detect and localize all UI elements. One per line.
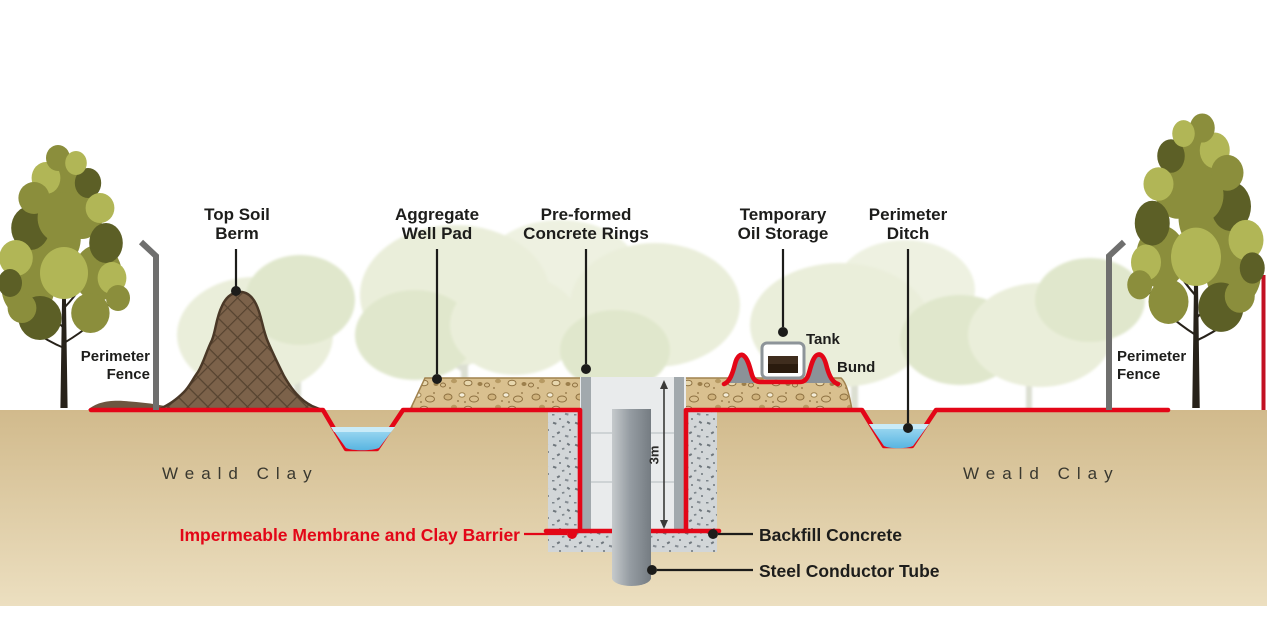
oil-tank-shape (760, 341, 806, 380)
topsoil-strip (88, 400, 165, 410)
fence-right-line1: Perimeter (1117, 348, 1187, 365)
label-depth-3m: 3m (646, 445, 662, 465)
callout-oil-line2: Oil Storage (737, 224, 829, 243)
callout-aggregate-line2: Well Pad (401, 224, 473, 243)
fence-left-line2: Fence (106, 366, 150, 383)
label-impermeable-membrane: Impermeable Membrane and Clay Barrier (179, 525, 520, 545)
ditch-water (331, 424, 929, 451)
callout-preformed-concrete-rings: Pre-formed Concrete Rings (523, 205, 649, 243)
callout-rings-line1: Pre-formed (540, 205, 632, 224)
label-steel-conductor-tube: Steel Conductor Tube (759, 561, 940, 581)
callout-rings-line2: Concrete Rings (523, 224, 649, 243)
callout-top-soil-berm-line1: Top Soil (204, 205, 270, 224)
callout-aggregate-line1: Aggregate (394, 205, 480, 224)
oil-storage-bund-shape (727, 356, 835, 383)
top-soil-berm-shape (157, 290, 323, 412)
callout-ditch-line1: Perimeter (868, 205, 948, 224)
label-bund: Bund (837, 359, 876, 376)
label-weald-clay-left: Weald Clay (162, 464, 319, 483)
callout-aggregate-well-pad: Aggregate Well Pad (395, 205, 479, 243)
fence-left-line1: Perimeter (80, 348, 150, 365)
label-backfill-concrete: Backfill Concrete (759, 525, 902, 545)
bund-membrane-line (721, 352, 841, 387)
fence-right-line2: Fence (1117, 366, 1161, 383)
label-weald-clay-right: Weald Clay (963, 464, 1120, 483)
callout-temporary-oil-storage: Temporary Oil Storage (738, 205, 829, 243)
callout-top-soil-berm: Top Soil Berm (204, 205, 270, 243)
aggregate-well-pad-shape (408, 377, 853, 411)
label-perimeter-fence-left: Perimeter Fence (81, 348, 150, 384)
perimeter-fence-posts (138, 239, 1127, 410)
callout-leaders (231, 249, 913, 575)
callout-oil-line1: Temporary (739, 205, 827, 224)
callout-ditch-line2: Ditch (886, 224, 930, 243)
label-perimeter-fence-right: Perimeter Fence (1117, 348, 1186, 384)
steel-conductor-tube-shape (612, 409, 651, 586)
callout-perimeter-ditch: Perimeter Ditch (869, 205, 947, 243)
callout-top-soil-berm-line2: Berm (215, 224, 259, 243)
background-trees (177, 220, 1145, 412)
label-tank: Tank (806, 331, 840, 348)
depth-dimension-line (660, 380, 668, 529)
